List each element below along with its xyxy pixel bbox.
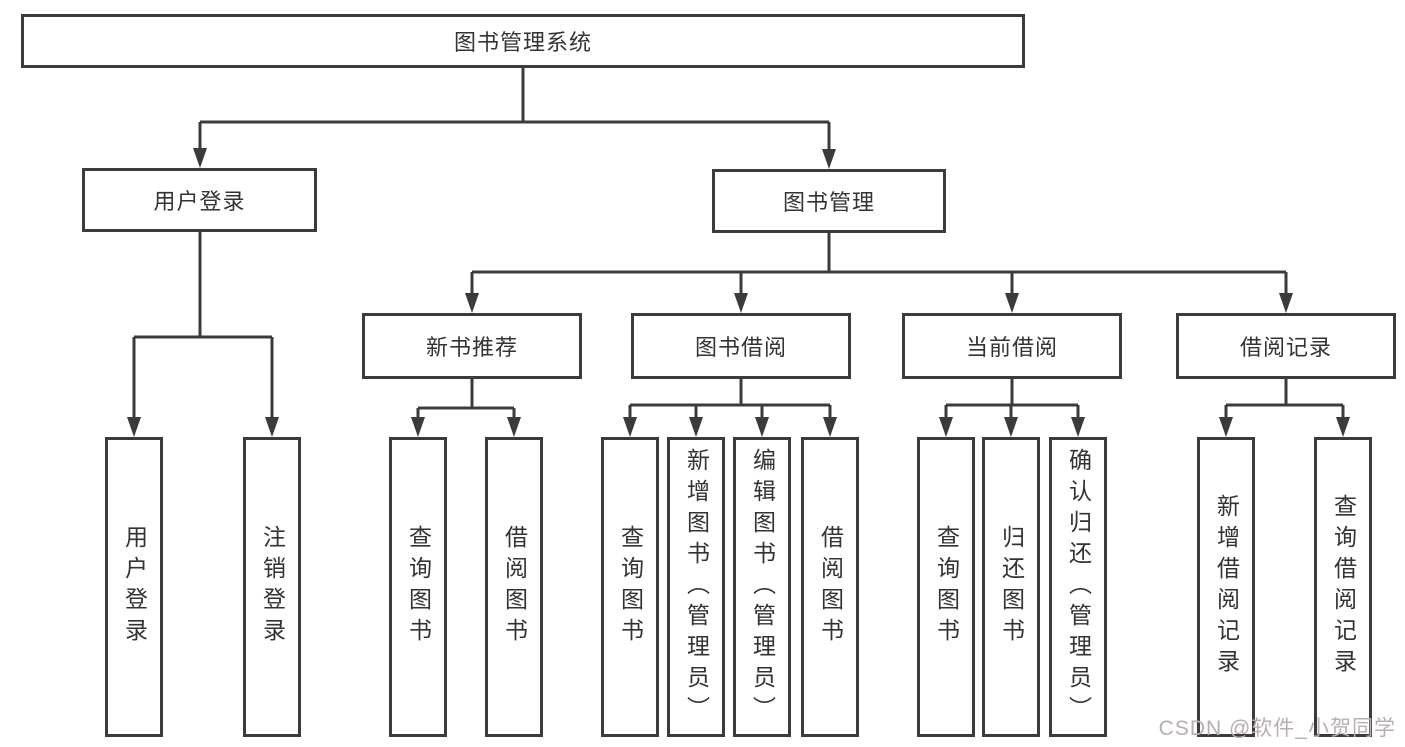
- leaf-add-borrow-record: 新增借阅记录: [1197, 437, 1255, 737]
- csdn-watermark: CSDN @软件_小贺同学: [1158, 717, 1396, 740]
- leaf-confirm-return-admin: 确认归还（管理员）: [1049, 437, 1107, 737]
- leaf-add-books-admin: 新增图书（管理员）: [667, 437, 725, 737]
- node-current-borrow: 当前借阅: [902, 313, 1122, 379]
- node-book-borrow: 图书借阅: [631, 313, 851, 379]
- node-book-management: 图书管理: [712, 169, 946, 233]
- node-library-system: 图书管理系统: [21, 14, 1025, 68]
- leaf-return-books: 归还图书: [982, 437, 1040, 737]
- connector-paths: [132, 68, 1345, 420]
- leaf-borrow-books: 借阅图书: [801, 437, 859, 737]
- leaf-query-books-recommend: 查询图书: [389, 437, 447, 737]
- leaf-query-books-current: 查询图书: [917, 437, 975, 737]
- leaf-query-books-borrow: 查询图书: [601, 437, 659, 737]
- leaf-borrow-books-recommend: 借阅图书: [485, 437, 543, 737]
- node-user-login-branch: 用户登录: [82, 168, 317, 232]
- node-new-book-recommend: 新书推荐: [362, 313, 582, 379]
- leaf-edit-books-admin: 编辑图书（管理员）: [733, 437, 791, 737]
- leaf-user-login: 用户登录: [105, 437, 163, 737]
- leaf-logout: 注销登录: [243, 437, 301, 737]
- leaf-query-borrow-record: 查询借阅记录: [1314, 437, 1372, 737]
- node-borrow-records: 借阅记录: [1176, 313, 1396, 379]
